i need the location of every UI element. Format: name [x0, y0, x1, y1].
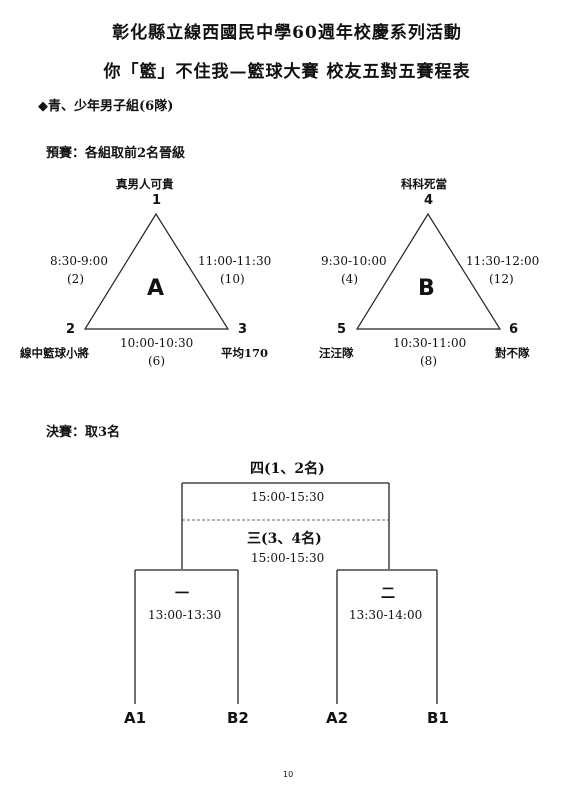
group-b-label: B — [418, 276, 435, 301]
group-b-team-4-num: 4 — [424, 193, 434, 208]
group-b-team-4-name: 科科死當 — [401, 177, 447, 191]
group-a-team-3-num: 3 — [238, 322, 248, 337]
group-a-team-1-num: 1 — [152, 193, 162, 208]
third-place-time: 15:00-15:30 — [251, 551, 325, 565]
group-a-game-3-time: 10:00-10:30 — [120, 336, 194, 350]
slot-a1: A1 — [124, 709, 147, 727]
slot-a2: A2 — [326, 709, 349, 727]
group-b-team-5-name: 汪汪隊 — [319, 346, 354, 360]
group-b-game-2-time: 11:30-12:00 — [466, 254, 540, 268]
semi2-time: 13:30-14:00 — [349, 608, 423, 622]
group-a-game-1-no: (2) — [67, 272, 84, 286]
group-b-team-6-name: 對不隊 — [495, 346, 530, 360]
semi2-label: 二 — [381, 586, 395, 602]
group-b-game-1-time: 9:30-10:00 — [321, 254, 387, 268]
group-b-game-2-no: (12) — [489, 272, 514, 286]
group-b-game-3-time: 10:30-11:00 — [393, 336, 467, 350]
slot-b2: B2 — [227, 709, 249, 727]
group-a-team-2-num: 2 — [66, 322, 76, 337]
group-b-team-5-num: 5 — [337, 322, 347, 337]
group-a-team-2-name: 線中籃球小將 — [20, 346, 89, 360]
document-title: 彰化縣立線西國民中學60週年校慶系列活動 — [112, 23, 462, 43]
group-a-label: A — [147, 276, 165, 301]
final-match-time: 15:00-15:30 — [251, 490, 325, 504]
third-place-label: 三(3、4名) — [247, 531, 322, 547]
group-b-team-6-num: 6 — [509, 322, 519, 337]
prelim-label: 預賽：各組取前2名晉級 — [46, 146, 186, 161]
page-number: 10 — [283, 770, 294, 779]
group-a-game-2-time: 11:00-11:30 — [198, 254, 272, 268]
semi1-time: 13:00-13:30 — [148, 608, 222, 622]
group-a-team-1-name: 真男人可貴 — [116, 177, 174, 191]
semi1-label: 一 — [175, 586, 189, 602]
group-a-triangle — [83, 212, 230, 330]
group-b-game-1-no: (4) — [341, 272, 358, 286]
slot-b1: B1 — [427, 709, 449, 727]
final-match-label: 四(1、2名) — [250, 461, 325, 477]
group-a-game-2-no: (10) — [220, 272, 245, 286]
group-a-team-3-name: 平均170 — [221, 346, 269, 360]
group-a-game-1-time: 8:30-9:00 — [50, 254, 108, 268]
final-label: 決賽：取3名 — [46, 425, 121, 440]
document-subtitle: 你「籃」不住我—籃球大賽 校友五對五賽程表 — [103, 62, 471, 82]
group-b-triangle — [355, 212, 502, 330]
group-a-game-3-no: (6) — [148, 354, 165, 368]
division-label: ◆青、少年男子組(6隊) — [38, 99, 174, 114]
group-b-game-3-no: (8) — [420, 354, 437, 368]
